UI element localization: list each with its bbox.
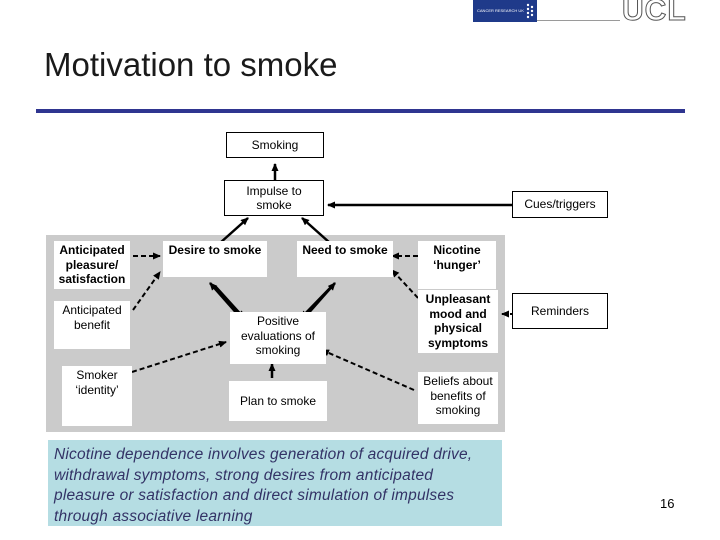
dashed-mood-to-need bbox=[391, 269, 419, 299]
arrow-desire-to-impulse bbox=[219, 217, 249, 244]
title-rule bbox=[36, 109, 685, 113]
node-cues-triggers: Cues/triggers bbox=[512, 191, 608, 218]
node-positive-evaluations: Positive evaluations of smoking bbox=[230, 312, 326, 364]
node-desire-to-smoke: Desire to smoke bbox=[163, 241, 267, 277]
cruk-logo: CANCER RESEARCH UK bbox=[473, 0, 537, 22]
arrow-need-to-impulse bbox=[301, 217, 331, 244]
dashed-identity-to-evaluations bbox=[131, 340, 227, 373]
node-anticipated-pleasure: Anticipated pleasure/ satisfaction bbox=[54, 241, 130, 289]
node-smoking: Smoking bbox=[226, 132, 324, 158]
page-number: 16 bbox=[660, 496, 675, 511]
arrow-evaluations-to-desire bbox=[209, 282, 241, 318]
header-divider bbox=[537, 20, 620, 21]
ucl-logo: UCL bbox=[622, 0, 687, 27]
slide-title: Motivation to smoke bbox=[44, 46, 338, 83]
dashed-benefit-to-desire bbox=[132, 271, 161, 311]
node-plan-to-smoke: Plan to smoke bbox=[229, 381, 327, 421]
cruk-dots-icon bbox=[526, 3, 534, 19]
node-need-to-smoke: Need to smoke bbox=[297, 241, 393, 277]
dashed-beliefs-to-evaluations bbox=[321, 349, 415, 391]
node-reminders: Reminders bbox=[512, 293, 608, 329]
summary-note: Nicotine dependence involves generation … bbox=[48, 440, 502, 526]
node-impulse-to-smoke: Impulse to smoke bbox=[224, 180, 324, 216]
cruk-logo-text: CANCER RESEARCH UK bbox=[477, 8, 524, 13]
node-smoker-identity: Smoker ‘identity’ bbox=[62, 366, 132, 426]
node-nicotine-hunger: Nicotine ‘hunger’ bbox=[418, 241, 496, 289]
node-beliefs-about-benefits: Beliefs about benefits of smoking bbox=[418, 372, 498, 424]
node-anticipated-benefit: Anticipated benefit bbox=[54, 301, 130, 349]
node-unpleasant-mood: Unpleasant mood and physical symptoms bbox=[418, 290, 498, 353]
